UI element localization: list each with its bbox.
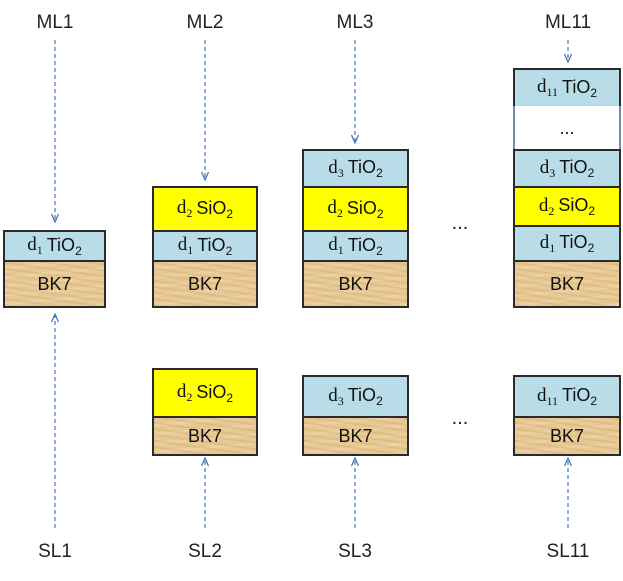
label-sl2: SL2 (188, 541, 222, 562)
label-sl3: SL3 (338, 541, 372, 562)
gap-ellipsis-bottom: ... (451, 407, 469, 429)
layer-bk7: BK7 (152, 416, 258, 456)
layer-bk7: BK7 (3, 260, 106, 308)
gap-ellipsis-top: ... (451, 212, 469, 234)
layer-bk7: BK7 (152, 260, 258, 308)
layer-bk7: BK7 (302, 416, 409, 456)
label-sl11: SL11 (546, 541, 590, 562)
label-sl1: SL1 (38, 541, 72, 562)
layer-bk7: BK7 (513, 416, 621, 456)
label-ml3: ML3 (336, 12, 374, 33)
layer-ellipsis: ... (513, 106, 621, 150)
label-ml2: ML2 (186, 12, 224, 33)
label-ml1: ML1 (36, 12, 74, 33)
label-ml11: ML11 (544, 12, 592, 33)
layer-bk7: BK7 (513, 260, 621, 308)
layer-bk7: BK7 (302, 260, 409, 308)
